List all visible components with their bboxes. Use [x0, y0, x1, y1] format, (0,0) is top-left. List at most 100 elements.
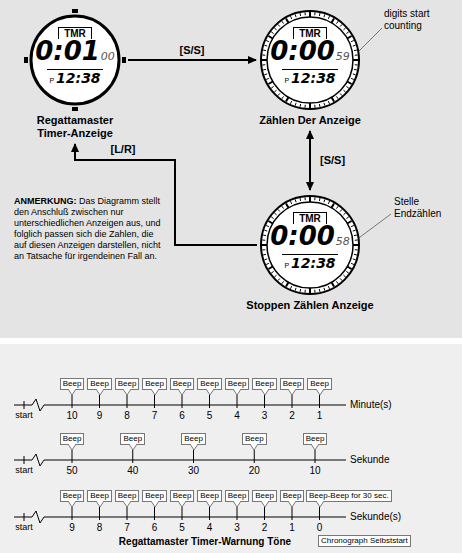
- tick-ring: [353, 73, 356, 75]
- tick-ring: [353, 244, 358, 246]
- pointer-outline: [123, 389, 131, 395]
- pointer-outline: [288, 389, 296, 395]
- tick-ring: [354, 235, 357, 237]
- pointer-outline: [206, 501, 214, 507]
- tick-ring: [332, 18, 335, 22]
- clock-time: 12:38: [291, 255, 336, 271]
- beep-box: Beep: [280, 378, 305, 390]
- tick-ring: [262, 54, 265, 55]
- pointer-outline: [151, 389, 159, 395]
- separator-line: [282, 254, 338, 255]
- pointer-outline: [96, 389, 104, 395]
- seconds-digits: 58: [336, 235, 350, 248]
- beep-box: Beep: [197, 490, 222, 502]
- box-pointer: [67, 444, 77, 451]
- pointer-fill: [261, 501, 269, 507]
- axis-label: 10: [309, 465, 320, 477]
- pointer-outline: [68, 389, 76, 395]
- start-tick: [24, 513, 25, 521]
- watch-face: TMR0:0059P12:38: [258, 8, 362, 112]
- tick-ring: [319, 13, 321, 16]
- tick-ring: [332, 97, 335, 101]
- pointer-outline: [288, 501, 296, 507]
- pointer-fill: [123, 389, 131, 395]
- axis-label: 7: [152, 410, 158, 422]
- box-pointer: [67, 501, 77, 508]
- hour-marker: [122, 57, 126, 63]
- box-text: Beep: [63, 434, 82, 443]
- tick-ring: [346, 86, 348, 88]
- axis-label: Sekunde(s): [350, 511, 401, 523]
- box-text: Beep: [145, 491, 164, 500]
- tick-mark: [154, 395, 155, 408]
- clock-time: 12:38: [291, 70, 336, 86]
- tick-ring: [286, 97, 289, 101]
- digit-row: 0:0059: [258, 36, 362, 66]
- box-pointer: [150, 501, 160, 508]
- tick-ring: [266, 40, 269, 41]
- tick-ring: [274, 28, 276, 30]
- tick-ring: [354, 254, 357, 256]
- timeline: [14, 511, 346, 523]
- watch-display: TMR0:0100P12:38Regattamaster Timer-Anzei…: [23, 8, 127, 140]
- box-pointer: [232, 389, 242, 396]
- tick-ring: [264, 258, 267, 260]
- tick-ring: [290, 101, 291, 104]
- tick-ring: [323, 199, 325, 202]
- tick-ring: [262, 64, 265, 65]
- box-pointer: [95, 501, 105, 508]
- beep-box: Beep: [303, 433, 328, 445]
- axis-label: 1: [317, 410, 323, 422]
- beep-box: Beep: [307, 378, 332, 390]
- tick-ring: [274, 213, 276, 215]
- digit-row: 0:0058: [258, 221, 362, 251]
- watch-face: TMR0:0058P12:38: [258, 193, 362, 297]
- box-pointer: [95, 389, 105, 396]
- pointer-fill: [206, 389, 214, 395]
- callout-text: Stelle Endzählen: [394, 196, 456, 220]
- seconds-digits: 00: [101, 50, 115, 63]
- box-text: Beep: [228, 379, 247, 388]
- watch-ring: [267, 202, 353, 288]
- box-text: Beep: [255, 379, 274, 388]
- box-pointer: [189, 444, 199, 451]
- pointer-fill: [151, 501, 159, 507]
- tick-ring: [304, 12, 305, 15]
- pointer-fill: [261, 389, 269, 395]
- tick-ring: [278, 278, 280, 280]
- box-text: Beep: [118, 379, 137, 388]
- tick-ring: [328, 201, 329, 204]
- tick-ring: [355, 64, 358, 65]
- tick-ring: [271, 271, 273, 273]
- tick-ring: [351, 40, 354, 41]
- tick-mark: [99, 395, 100, 408]
- tick-ring: [353, 59, 358, 61]
- pointer-fill: [68, 444, 76, 450]
- beep-box: Beep: [242, 433, 267, 445]
- tick-ring: [262, 239, 265, 240]
- tick-ring: [309, 12, 311, 17]
- time-row: P12:38: [23, 70, 127, 86]
- tick-ring: [323, 14, 325, 17]
- pointer-outline: [96, 501, 104, 507]
- tick-ring: [295, 14, 297, 17]
- watch-display: TMR0:0058P12:38Stoppen Zählen Anzeige: [258, 193, 362, 312]
- pointer-fill: [68, 389, 76, 395]
- pointer-outline: [68, 501, 76, 507]
- beep-box: Beep: [115, 378, 140, 390]
- tick-ring: [282, 21, 284, 23]
- box-text: Beep: [200, 379, 219, 388]
- axis-label: 10: [66, 410, 77, 422]
- tick-mark: [72, 507, 73, 520]
- beep-box: Beep-Beep for 30 sec.: [306, 490, 392, 502]
- tick-ring: [343, 275, 345, 277]
- button-label: [S/S]: [177, 44, 206, 57]
- tick-ring: [282, 206, 284, 208]
- callout-text: digits start counting: [384, 8, 458, 32]
- pointer-outline: [233, 389, 241, 395]
- tick-mark: [292, 395, 293, 408]
- tick-ring: [290, 201, 291, 204]
- box-pointer: [150, 389, 160, 396]
- pointer-outline: [250, 444, 258, 450]
